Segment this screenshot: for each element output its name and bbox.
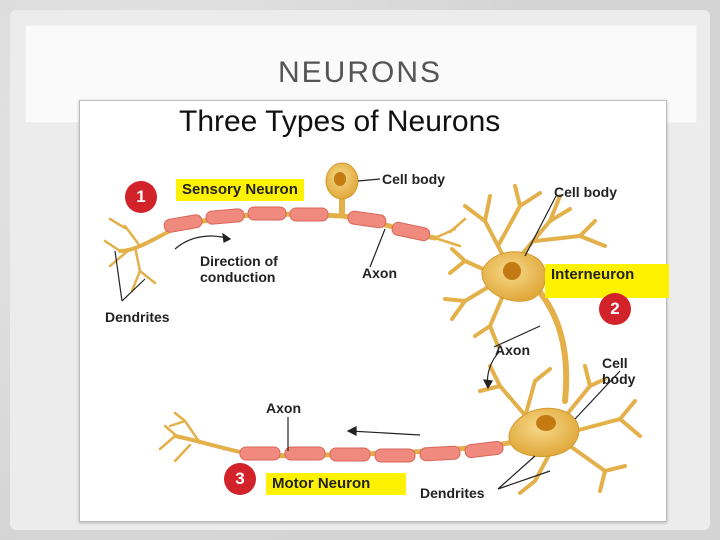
- label-sensory-neuron: Sensory Neuron: [176, 179, 304, 201]
- motor-myelin: [239, 440, 504, 463]
- motor-nucleus: [536, 415, 556, 431]
- sensory-neuron: [103, 188, 467, 293]
- label-axon-sensory: Axon: [362, 265, 397, 281]
- label-dendrites-sensory: Dendrites: [105, 309, 170, 325]
- sensory-nucleus: [334, 172, 346, 186]
- direction-arrows: [174, 232, 501, 436]
- slide-title: NEURONS: [277, 56, 442, 89]
- label-axon-interneuron: Axon: [495, 342, 530, 358]
- label-cell-body-interneuron: Cell body: [554, 184, 618, 200]
- label-direction-line1: Direction of: [200, 253, 278, 269]
- leader-lines: [114, 178, 621, 490]
- sensory-myelin: [163, 206, 431, 242]
- label-direction-line2: conduction: [200, 269, 276, 285]
- label-motor-neuron: Motor Neuron: [266, 473, 406, 495]
- motor-cell-body: [508, 407, 580, 458]
- label-cell-body-motor-line2: body: [602, 371, 636, 387]
- badge-motor: 3: [224, 463, 256, 495]
- label-axon-motor: Axon: [266, 400, 301, 416]
- figure-title: Three Types of Neurons: [179, 105, 501, 138]
- badge-sensory: 1: [125, 181, 157, 213]
- neuron-diagram: [103, 162, 642, 495]
- label-cell-body-motor-line1: Cell: [602, 355, 628, 371]
- label-interneuron: Interneuron: [545, 264, 669, 298]
- interneuron-nucleus: [503, 262, 521, 280]
- label-cell-body-sensory: Cell body: [382, 171, 446, 187]
- badge-interneuron: 2: [599, 293, 631, 325]
- neuron-figure: Three Types of Neurons 1 Sensory Neuron …: [79, 100, 669, 522]
- label-dendrites-motor: Dendrites: [420, 485, 485, 501]
